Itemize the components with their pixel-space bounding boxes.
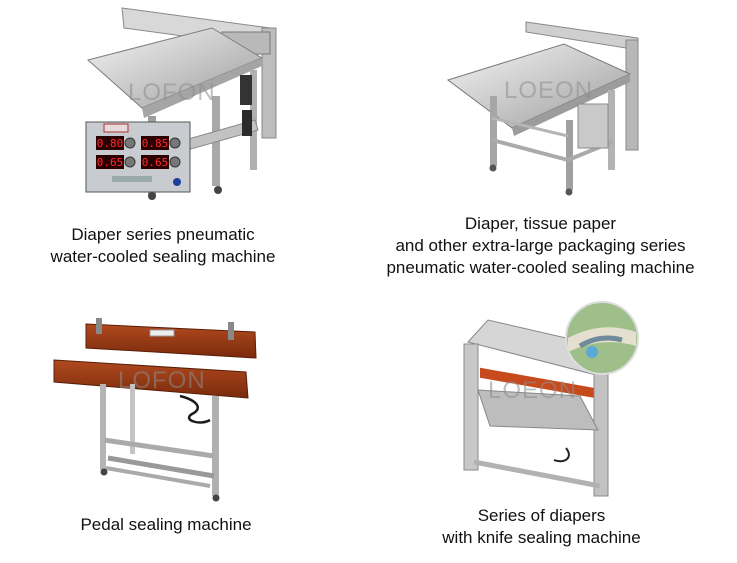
caption-4-line-2: with knife sealing machine [442, 528, 641, 547]
watermark-4: LOEON [488, 377, 577, 404]
product-photo-3: LOFON [53, 318, 257, 502]
watermark-1: LOFON [128, 79, 216, 106]
display-reading-1: 0.80 [97, 137, 124, 150]
control-panel-inset: 0.80 0.85 0.65 0.65 [85, 121, 191, 193]
product-photo-4: LOEON [463, 301, 639, 497]
caption-4-line-1: Series of diapers [477, 506, 606, 525]
product-card-3: LOFON Pedal sealing machine [0, 280, 368, 563]
product-card-4: LOEON Series of diapers with knife seali… [368, 280, 737, 563]
product-card-1: 0.80 0.85 0.65 0.65 LOFON Diaper series … [0, 0, 368, 280]
caption-2-line-1: Diaper, tissue paper [464, 214, 617, 233]
caption-1-line-1: Diaper series pneumatic [71, 225, 255, 244]
caption-4: Series of diapers with knife sealing mac… [368, 505, 715, 549]
caption-3-line-1: Pedal sealing machine [80, 515, 252, 534]
display-reading-2: 0.85 [142, 137, 169, 150]
product-photo-1: 0.80 0.85 0.65 0.65 LOFON [85, 7, 277, 200]
watermark-3: LOFON [118, 367, 206, 394]
product-photo-2: LOEON [446, 21, 639, 196]
caption-1: Diaper series pneumatic water-cooled sea… [0, 224, 326, 268]
display-reading-3: 0.65 [97, 156, 124, 169]
caption-2-line-2: and other extra-large packaging series [395, 236, 686, 255]
caption-1-line-2: water-cooled sealing machine [50, 247, 276, 266]
display-reading-4: 0.65 [142, 156, 169, 169]
caption-2-line-3: pneumatic water-cooled sealing machine [386, 258, 695, 277]
watermark-2: LOEON [504, 77, 593, 104]
caption-3: Pedal sealing machine [0, 514, 332, 536]
caption-2: Diaper, tissue paper and other extra-lar… [368, 213, 713, 279]
knife-detail-inset [565, 301, 639, 375]
product-card-2: LOEON Diaper, tissue paper and other ext… [368, 0, 737, 280]
